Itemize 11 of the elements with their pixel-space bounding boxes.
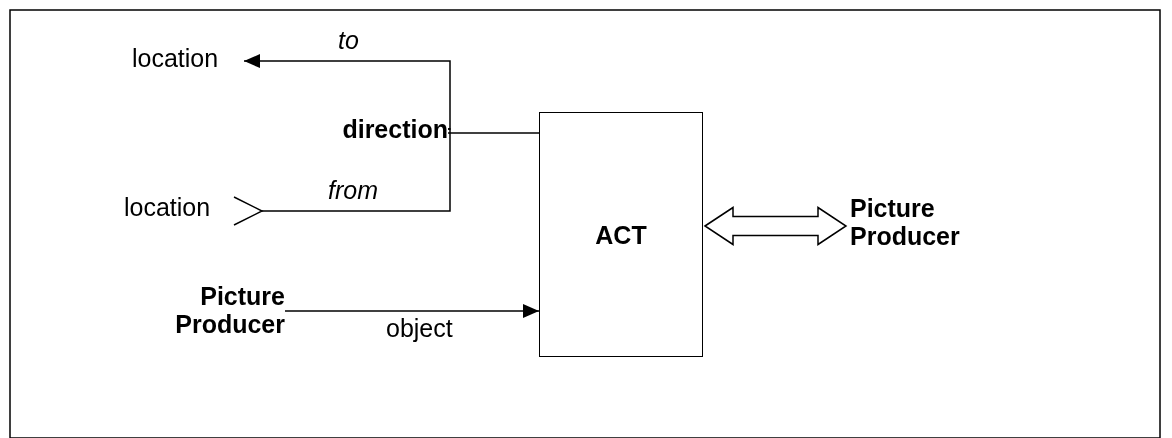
double-arrow — [703, 206, 848, 246]
concept-label: Picture Producer — [850, 192, 990, 252]
arrow — [233, 128, 451, 226]
concept-label: direction — [318, 114, 448, 144]
concept-label: Picture Producer — [145, 280, 285, 340]
arrow — [243, 54, 451, 130]
connector-line — [447, 132, 540, 134]
concept-label: location — [124, 192, 262, 222]
arrow — [284, 304, 540, 318]
act-box: ACT — [539, 112, 703, 357]
concept-label: location — [132, 43, 244, 73]
